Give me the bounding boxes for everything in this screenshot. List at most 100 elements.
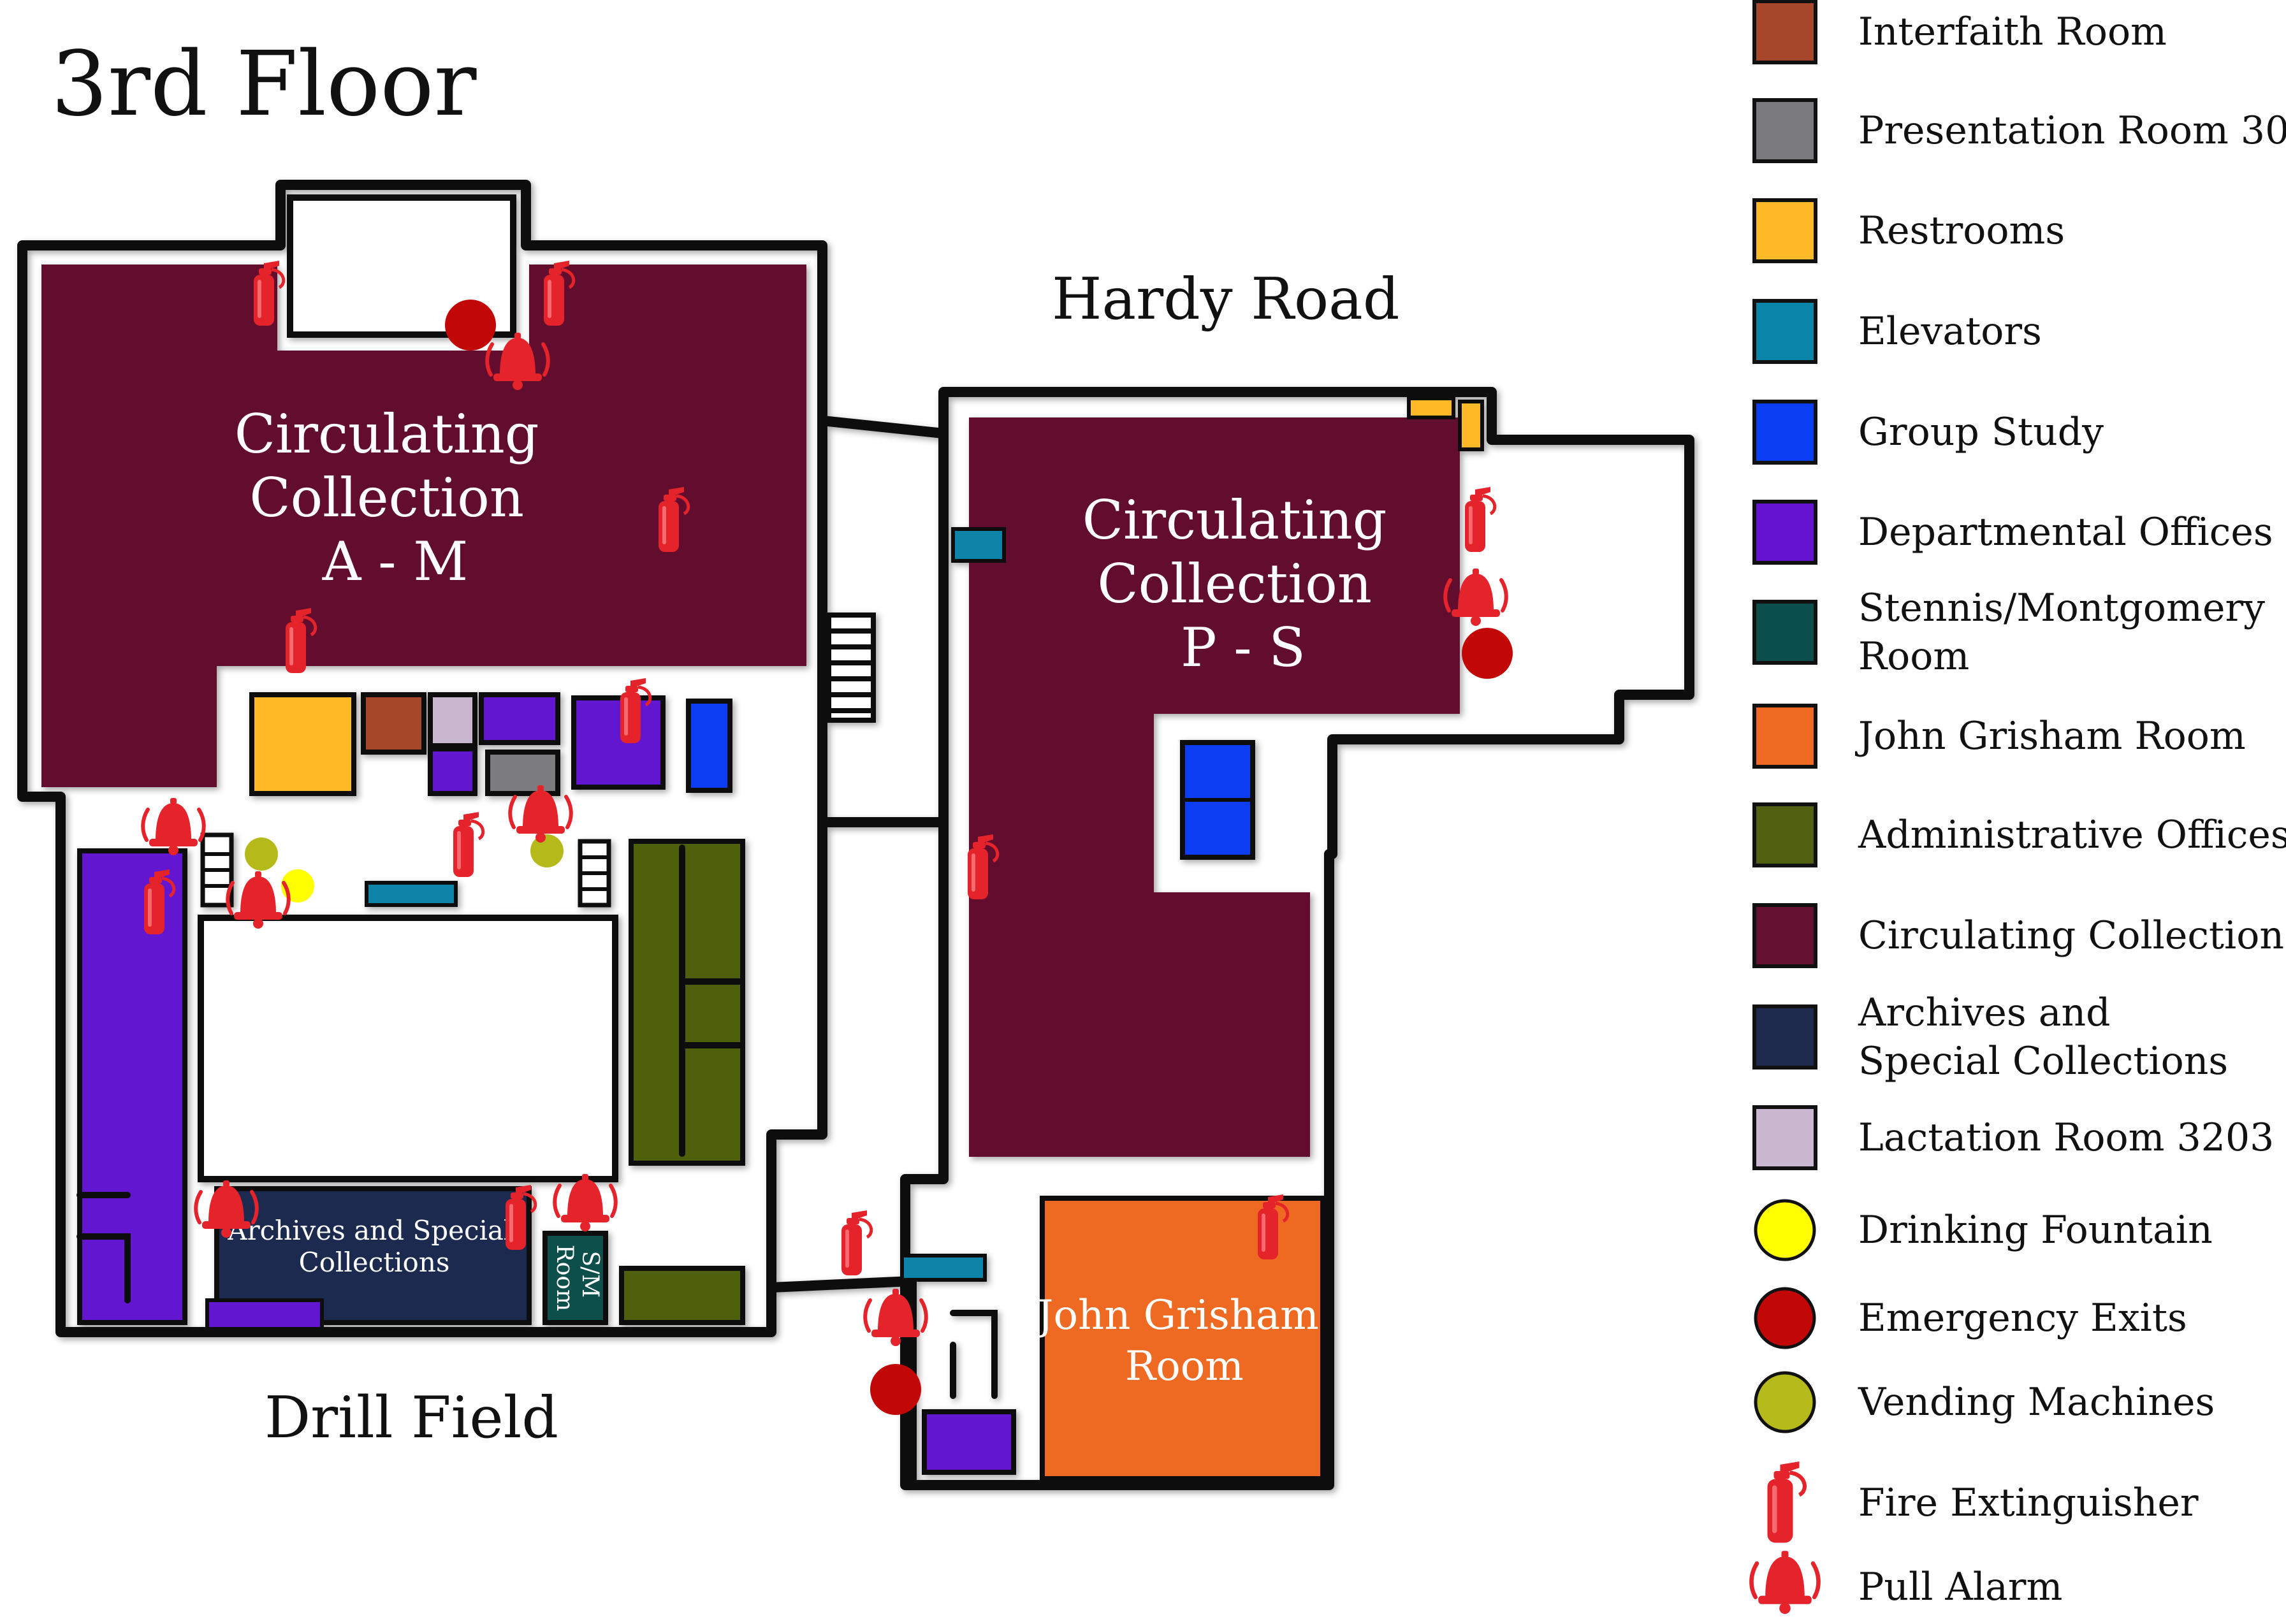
- pull-alarm-icon: [555, 1174, 616, 1231]
- room-dept-office-3: [571, 695, 666, 790]
- legend-item: Circulating Collection: [1752, 903, 2284, 968]
- legend-item: Vending Machines: [1754, 1371, 2215, 1433]
- vending-icon: [530, 834, 564, 867]
- legend-label: Group Study: [1858, 410, 2104, 454]
- legend-item: John Grisham Room: [1752, 704, 2246, 769]
- label-john-grisham: John Grisham Room: [1033, 1292, 1332, 1390]
- exit-icon: [1462, 628, 1513, 679]
- pull-alarm-icon: [1751, 1551, 1818, 1614]
- legend-label: Drinking Fountain: [1858, 1208, 2213, 1252]
- legend-item: Pull Alarm: [1751, 1551, 2062, 1614]
- legend-circle-icon: [1754, 1287, 1816, 1349]
- room-stennis-montgomery: [542, 1231, 608, 1325]
- legend-item: Restrooms: [1752, 198, 2065, 263]
- legend-item: Interfaith Room: [1752, 0, 2167, 64]
- corridor-stairs: [826, 613, 876, 723]
- legend-swatch: [1752, 802, 1817, 867]
- pull-alarm-icon: [143, 798, 204, 855]
- legend-label: Restrooms: [1858, 208, 2065, 253]
- elevators-south: [900, 1254, 987, 1282]
- fire-extinguisher-icon: [1465, 487, 1495, 552]
- fire-extinguisher-icon: [1768, 1461, 1805, 1543]
- floor-plan: [17, 180, 1694, 1490]
- pull-alarm-icon: [865, 1289, 926, 1346]
- room-presentation-3060: [485, 750, 560, 796]
- legend-swatch: [1752, 1004, 1817, 1069]
- room-dept-office-west: [77, 848, 187, 1325]
- legend-item: Departmental Offices: [1752, 500, 2273, 565]
- fire-extinguisher-icon: [453, 812, 483, 877]
- legend-swatch: [1752, 600, 1817, 665]
- legend-swatch: [1752, 704, 1817, 769]
- legend-item: Drinking Fountain: [1754, 1199, 2213, 1261]
- label-circulating-ps: Circulating Collection P - S: [1082, 489, 1404, 679]
- legend-label: Lactation Room 3203: [1858, 1115, 2274, 1160]
- legend-swatch: [1752, 500, 1817, 565]
- legend-label: Emergency Exits: [1858, 1296, 2187, 1340]
- courtyard: [198, 915, 618, 1182]
- legend-item: Elevators: [1752, 299, 2042, 364]
- page-title: 3rd Floor: [51, 33, 477, 136]
- legend-swatch: [1752, 400, 1817, 465]
- room-group-study-west: [686, 699, 732, 793]
- legend-circle-icon: [1754, 1199, 1816, 1261]
- stairs-center: [578, 839, 611, 908]
- legend-label: Vending Machines: [1858, 1380, 2215, 1425]
- legend-circle-icon: [1754, 1371, 1816, 1433]
- circulating-collection-am: [41, 265, 806, 787]
- legend-swatch: [1752, 198, 1817, 263]
- legend-item: Emergency Exits: [1754, 1287, 2187, 1349]
- legend-label: John Grisham Room: [1854, 714, 2246, 758]
- legend-label: Interfaith Room: [1858, 10, 2167, 54]
- legend-label: Departmental Offices: [1858, 510, 2273, 555]
- room-restroom-east-2: [1458, 400, 1484, 451]
- exit-icon: [445, 300, 496, 351]
- legend-swatch: [1752, 1105, 1817, 1170]
- room-restroom-east-1: [1407, 396, 1455, 419]
- fire-extinguisher-icon: [841, 1210, 871, 1275]
- legend-swatch: [1752, 98, 1817, 163]
- label-circulating-am: Circulating Collection A - M: [235, 403, 557, 593]
- room-dept-office-east: [922, 1409, 1016, 1475]
- room-admin-south: [619, 1266, 745, 1325]
- legend-item: Fire Extinguisher: [1768, 1461, 2199, 1543]
- legend-label: Elevators: [1858, 309, 2042, 354]
- room-dept-office-south: [205, 1298, 324, 1331]
- legend-swatch: [1752, 903, 1817, 968]
- vending-machines: [245, 834, 564, 871]
- room-dept-office-2: [428, 746, 477, 796]
- legend-label: Fire Extinguisher: [1858, 1481, 2199, 1525]
- legend-label: Presentation Room 3060: [1858, 108, 2286, 153]
- exit-icon: [870, 1364, 921, 1415]
- street-label-south: Drill Field: [265, 1384, 558, 1451]
- legend-swatch: [1752, 299, 1817, 364]
- label-archives: Archives and Special Collections: [227, 1215, 521, 1278]
- room-dept-office-1: [479, 692, 560, 745]
- elevators-west: [365, 881, 458, 907]
- circulating-collection-ps: [969, 417, 1460, 1157]
- room-interfaith: [361, 692, 426, 755]
- elevators-north: [951, 527, 1006, 563]
- legend-label: Pull Alarm: [1858, 1565, 2062, 1609]
- legend-item: Administrative Offices: [1752, 802, 2286, 867]
- emergency-exits: [445, 300, 1513, 1415]
- legend-label: Administrative Offices: [1858, 813, 2286, 857]
- west-building-wall: [17, 180, 827, 1337]
- room-restrooms-west: [249, 692, 356, 796]
- vending-icon: [245, 837, 278, 871]
- legend-swatch: [1752, 0, 1817, 64]
- legend-item: Group Study: [1752, 400, 2104, 465]
- room-lactation: [428, 692, 477, 748]
- legend-item: Lactation Room 3203: [1752, 1105, 2274, 1170]
- label-sm-room: S/M Room: [551, 1245, 603, 1312]
- room-admin-offices: [629, 839, 745, 1166]
- legend-label: Circulating Collection: [1858, 913, 2284, 958]
- legend-item: Presentation Room 3060: [1752, 98, 2286, 163]
- street-label-north: Hardy Road: [1052, 266, 1399, 333]
